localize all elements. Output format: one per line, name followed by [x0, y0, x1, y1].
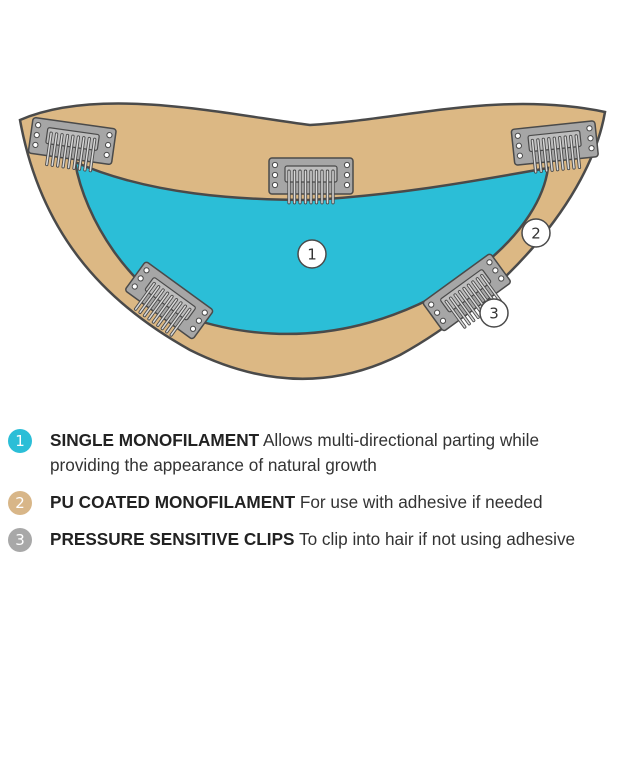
marker-2: 2	[521, 218, 551, 248]
hair-clip	[125, 261, 214, 340]
legend-description: To clip into hair if not using adhesive	[298, 529, 576, 549]
hair-clip	[268, 157, 354, 205]
hair-clip	[27, 116, 117, 173]
svg-text:1: 1	[307, 246, 317, 264]
legend-title: PU COATED MONOFILAMENT	[50, 492, 296, 512]
legend-item-pu-coated-monofilament: 2 PU COATED MONOFILAMENT For use with ad…	[8, 490, 612, 515]
legend-number-badge: 3	[8, 528, 32, 552]
legend-title: PRESSURE SENSITIVE CLIPS	[50, 529, 295, 549]
hair-clip	[510, 120, 599, 174]
legend-number-badge: 1	[8, 429, 32, 453]
legend-description: For use with adhesive if needed	[299, 492, 543, 512]
legend-item-single-monofilament: 1 SINGLE MONOFILAMENT Allows multi-direc…	[8, 428, 612, 478]
marker-3: 3	[479, 298, 509, 328]
legend-item-pressure-sensitive-clips: 3 PRESSURE SENSITIVE CLIPS To clip into …	[8, 527, 612, 552]
hair-clip	[422, 253, 511, 332]
marker-1: 1	[297, 239, 327, 269]
legend-description: Allows multi-directional parting while p…	[50, 430, 540, 475]
legend-title: SINGLE MONOFILAMENT	[50, 430, 260, 450]
legend: 1 SINGLE MONOFILAMENT Allows multi-direc…	[8, 428, 612, 564]
svg-text:2: 2	[531, 225, 541, 243]
hair-piece-diagram: 1 2 3	[18, 102, 607, 381]
svg-text:3: 3	[489, 305, 499, 323]
legend-number-badge: 2	[8, 491, 32, 515]
